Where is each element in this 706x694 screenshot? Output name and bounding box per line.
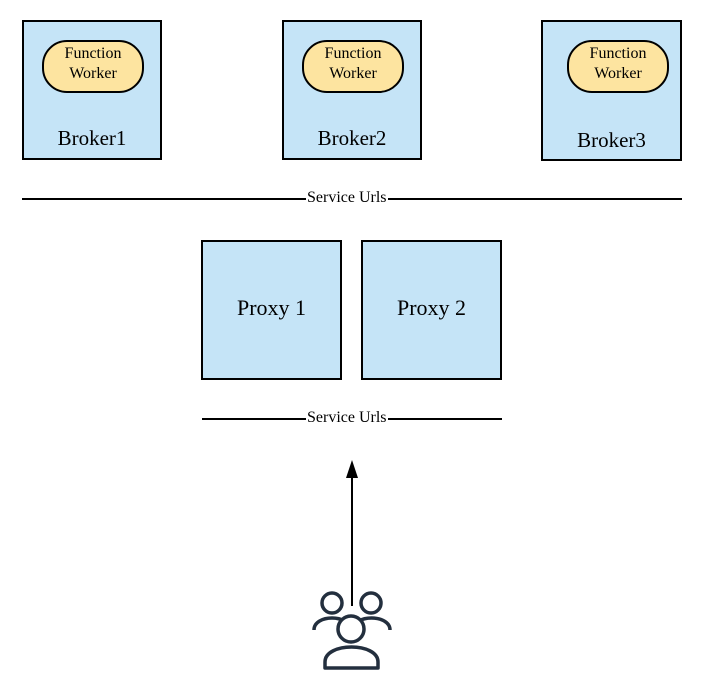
proxy-1-box: Proxy 1 bbox=[201, 240, 342, 380]
proxy-2-box: Proxy 2 bbox=[361, 240, 502, 380]
proxy-1-label: Proxy 1 bbox=[236, 295, 307, 320]
broker-2-box: Function Worker Broker2 bbox=[282, 20, 422, 160]
broker-3-label: Broker3 bbox=[577, 128, 646, 152]
function-worker-1-line2: Worker bbox=[69, 65, 117, 82]
function-worker-2-line2: Worker bbox=[329, 65, 377, 82]
function-worker-1: Function Worker bbox=[42, 40, 144, 93]
function-worker-3: Function Worker bbox=[567, 40, 669, 93]
broker-service-urls-label: Service Urls bbox=[306, 189, 388, 207]
function-worker-3-line1: Function bbox=[589, 45, 647, 62]
users-icon bbox=[312, 591, 392, 670]
arrow-up-icon bbox=[346, 460, 358, 606]
proxy-service-urls-label: Service Urls bbox=[306, 409, 388, 427]
function-worker-1-line1: Function bbox=[64, 45, 122, 62]
broker-3-box: Function Worker Broker3 bbox=[541, 20, 682, 161]
function-worker-2-line1: Function bbox=[324, 45, 382, 62]
function-worker-3-line2: Worker bbox=[594, 65, 642, 82]
broker-1-box: Function Worker Broker1 bbox=[22, 20, 162, 160]
broker-1-label: Broker1 bbox=[57, 126, 127, 150]
proxy-2-label: Proxy 2 bbox=[396, 295, 467, 320]
broker-2-label: Broker2 bbox=[317, 126, 387, 150]
function-worker-2: Function Worker bbox=[302, 40, 404, 93]
